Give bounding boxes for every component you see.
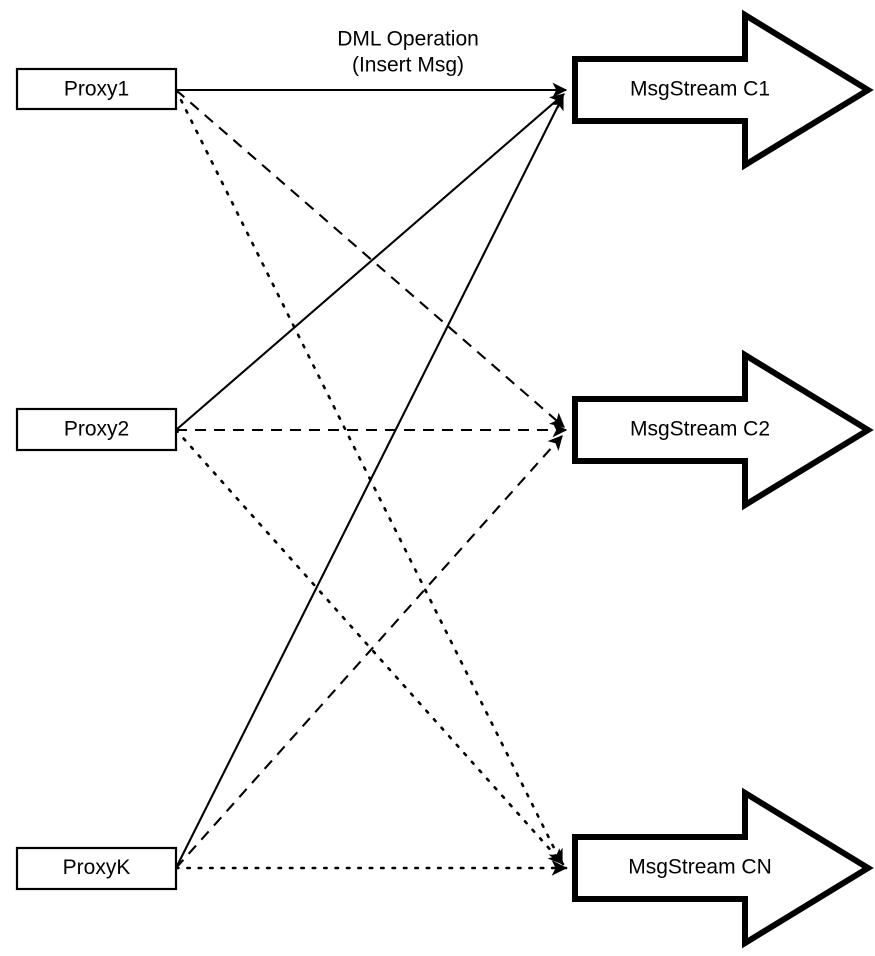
c1-label: MsgStream C1 xyxy=(630,78,770,101)
edge-proxyk-to-c2 xyxy=(175,435,563,869)
c2-label: MsgStream C2 xyxy=(630,418,770,441)
annotation-line-1: DML Operation xyxy=(337,28,479,51)
edge-proxy1-to-c2 xyxy=(175,89,565,428)
c1-arrow-shape[interactable] xyxy=(572,9,874,171)
proxy1-box[interactable] xyxy=(15,67,178,111)
proxyk-label: ProxyK xyxy=(63,856,131,879)
edge-proxyk-to-c1 xyxy=(175,94,564,869)
edge-proxy2-to-c1 xyxy=(175,93,565,431)
dml-operation-annotation: DML Operation (Insert Msg) xyxy=(337,28,479,77)
c2-arrow-shape[interactable] xyxy=(572,349,874,511)
proxy-node-proxyk[interactable]: ProxyK xyxy=(15,846,178,891)
proxy-node-proxy2[interactable]: Proxy2 xyxy=(15,407,178,452)
annotation-line-2: (Insert Msg) xyxy=(352,54,464,77)
proxy2-box[interactable] xyxy=(15,407,178,452)
edge-proxy1-to-cn xyxy=(174,88,564,866)
proxy2-label: Proxy2 xyxy=(64,418,129,441)
stream-node-c1[interactable]: MsgStream C1 xyxy=(572,9,874,171)
edge-proxy2-to-cn xyxy=(174,428,565,866)
stream-node-c2[interactable]: MsgStream C2 xyxy=(572,349,874,511)
stream-node-cn[interactable]: MsgStream CN xyxy=(572,787,874,949)
edge-layer xyxy=(174,82,568,876)
proxyk-box[interactable] xyxy=(15,846,178,891)
proxy-node-proxy1[interactable]: Proxy1 xyxy=(15,67,178,111)
proxy1-label: Proxy1 xyxy=(64,78,129,101)
cn-arrow-shape[interactable] xyxy=(572,787,874,949)
cn-label: MsgStream CN xyxy=(628,856,772,879)
